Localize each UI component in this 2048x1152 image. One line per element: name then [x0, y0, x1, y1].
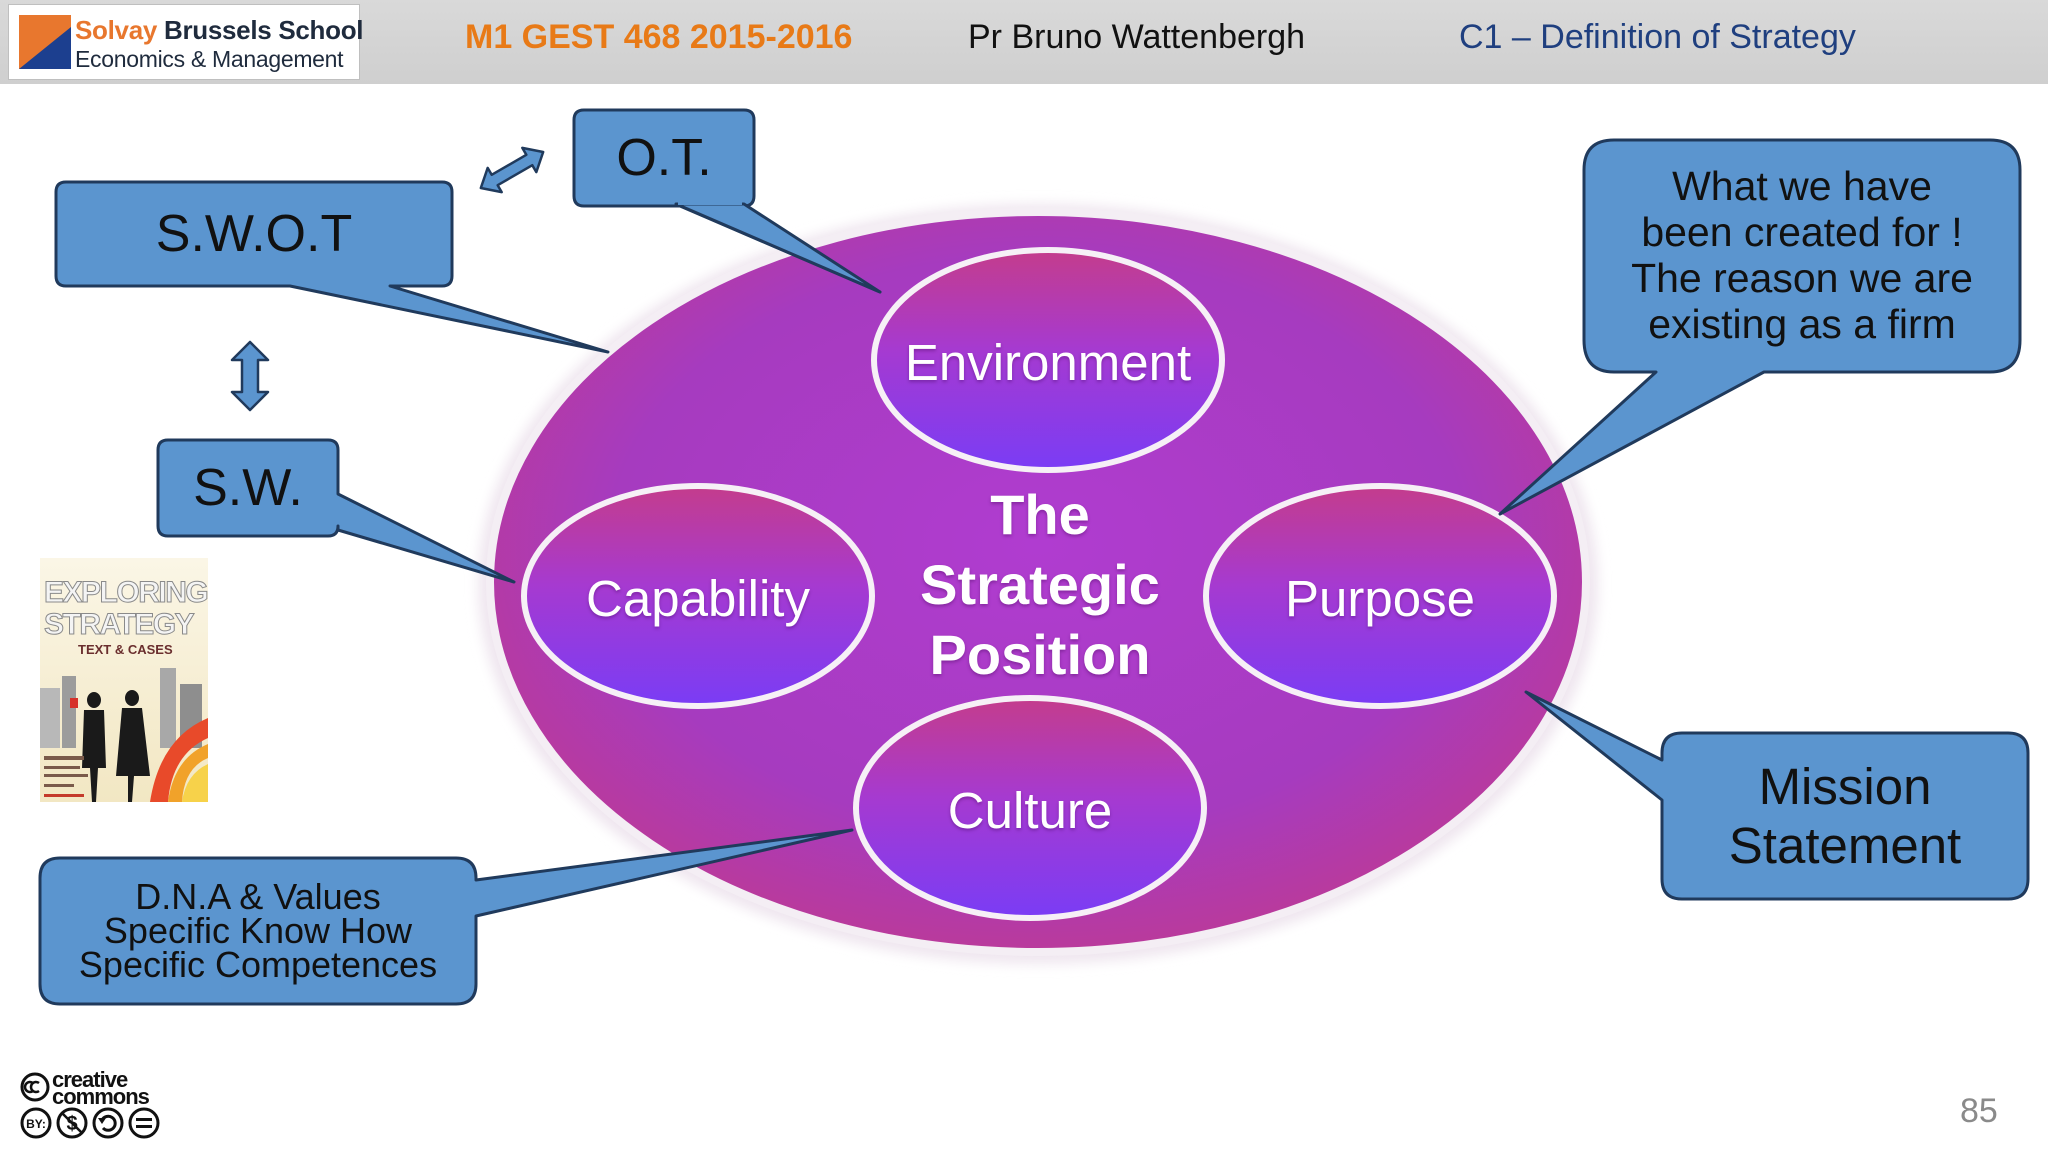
swot-sw-double-arrow-icon [230, 340, 270, 412]
book-title-line: STRATEGY [44, 608, 196, 642]
cc-word-creative: creative [52, 1067, 128, 1092]
professor-name: Pr Bruno Wattenbergh [968, 18, 1306, 56]
school-logo-mark-icon [19, 15, 71, 69]
strategic-position-ellipse [486, 208, 1590, 956]
swot-callout [54, 180, 610, 354]
environment-ellipse [871, 247, 1225, 473]
school-name-accent: Solvay [75, 15, 158, 45]
book-title-line: EXPLORING [44, 576, 209, 610]
purpose-note-callout [1498, 138, 2022, 516]
by-icon: BY: [20, 1107, 52, 1139]
purpose-note-line: existing as a firm [1648, 301, 1956, 347]
capability-label: Capability [586, 569, 810, 627]
book-cover-art [40, 668, 208, 802]
dna-line: D.N.A & Values [135, 876, 381, 917]
mission-line: Statement [1728, 817, 1962, 874]
environment-label: Environment [904, 333, 1192, 391]
school-name-line1: Solvay Brussels School [75, 15, 364, 46]
center-line: Strategic [920, 553, 1160, 616]
school-name-rest: Brussels School [163, 15, 364, 45]
chapter-title: C1 – Definition of Strategy [1459, 18, 1856, 56]
dna-values-text: D.N.A & Values Specific Know How Specifi… [40, 858, 476, 1004]
slide-header: Solvay Brussels School Economics & Manag… [0, 0, 2048, 84]
course-code: M1 GEST 468 2015-2016 [465, 18, 853, 56]
page-number: 85 [1960, 1092, 1998, 1130]
center-line: The [990, 483, 1090, 546]
nc-icon: $ [56, 1107, 88, 1139]
purpose-note-line: What we have [1672, 163, 1932, 209]
strategic-position-title: The Strategic Position [880, 480, 1200, 690]
purpose-label: Purpose [1285, 569, 1475, 627]
school-name-line2: Economics & Management [75, 46, 344, 72]
book-cover-exploring-strategy: EXPLORING STRATEGY TEXT & CASES [40, 558, 208, 802]
dna-callout [38, 828, 854, 1006]
mission-line: Mission [1758, 758, 1932, 815]
culture-ellipse [853, 695, 1207, 921]
capability-ellipse [521, 483, 875, 709]
cc-word-commons: commons [52, 1084, 150, 1109]
ot-callout-seam [678, 200, 742, 205]
purpose-note-line: The reason we are [1631, 255, 1973, 301]
cc-icon [20, 1072, 50, 1102]
culture-label: Culture [947, 781, 1113, 839]
swot-label: S.W.O.T [155, 205, 353, 263]
school-logo: Solvay Brussels School Economics & Manag… [8, 4, 364, 80]
swot-ot-double-arrow-icon [479, 146, 545, 194]
sw-callout [156, 438, 516, 584]
dna-line: Specific Competences [78, 944, 438, 985]
book-subtitle: TEXT & CASES [78, 642, 173, 657]
center-line: Position [929, 623, 1151, 686]
mission-statement-text: Mission Statement [1662, 733, 2028, 899]
cc-license-icons: BY: $ [20, 1107, 160, 1139]
creative-commons-logo: creative commons BY: $ [20, 1067, 180, 1140]
sw-label: S.W. [193, 459, 303, 517]
dna-line: Specific Know How [103, 910, 413, 951]
purpose-note-line: been created for ! [1641, 209, 1963, 255]
purpose-ellipse [1203, 483, 1557, 709]
sa-icon [92, 1107, 124, 1139]
ot-label: O.T. [616, 129, 712, 187]
svg-text:BY:: BY: [26, 1117, 46, 1131]
purpose-note-text: What we have been created for ! The reas… [1584, 140, 2020, 370]
nd-icon [128, 1107, 160, 1139]
mission-callout [1524, 690, 2030, 901]
